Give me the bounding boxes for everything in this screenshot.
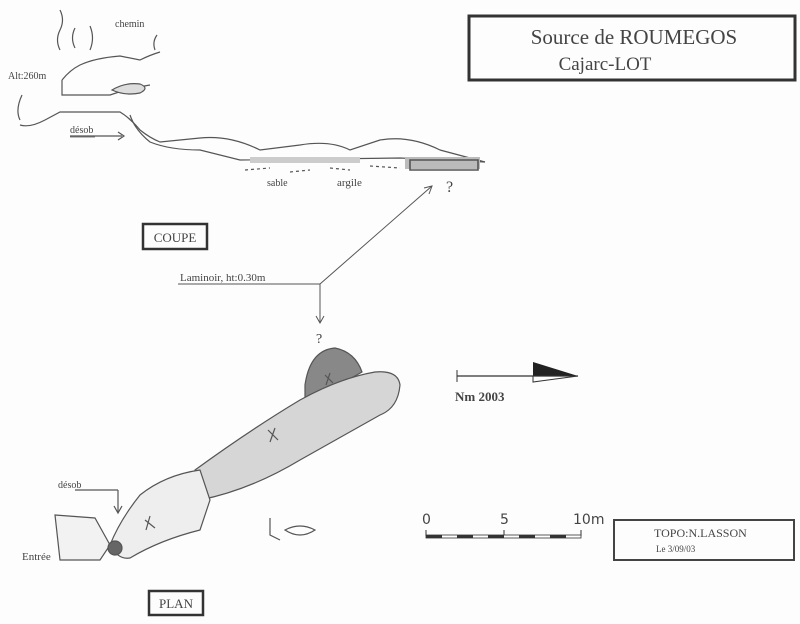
entrance-label: Entrée [22, 551, 51, 563]
section-unknown-label: ? [446, 179, 453, 196]
laminoir-label: Laminoir, ht:0.30m [180, 272, 266, 284]
svg-text:COUPE: COUPE [154, 230, 197, 245]
author-label: TOPO:N.LASSON [654, 526, 747, 540]
scale-bar [425, 530, 582, 539]
title-sub: Cajarc-LOT [559, 54, 652, 75]
section-desob-label: désob [70, 125, 93, 136]
north-label: Nm 2003 [455, 389, 505, 404]
credits-box: TOPO:N.LASSON Le 3/09/03 [613, 519, 795, 561]
plan-drawing [54, 347, 401, 561]
svg-text:PLAN: PLAN [159, 596, 194, 611]
plan-unknown-label: ? [316, 332, 322, 347]
title-main: Source de ROUMEGOS [531, 25, 737, 49]
scale-tick-10: 10m [573, 512, 604, 528]
plan-label-box: PLAN [147, 589, 205, 617]
laminoir-leader [178, 185, 433, 325]
coupe-label-box: COUPE [141, 222, 209, 251]
scale-tick-0: 0 [422, 512, 431, 528]
plan-desob-label: désob [58, 480, 81, 491]
date-label: Le 3/09/03 [656, 544, 696, 554]
clay-label: argile [337, 177, 362, 189]
path-label: chemin [115, 19, 144, 30]
title-box: Source de ROUMEGOS Cajarc-LOT [467, 14, 797, 82]
scale-tick-5: 5 [500, 512, 509, 528]
sand-label: sable [267, 178, 288, 189]
north-arrow-icon [456, 362, 579, 383]
altitude-label: Alt:260m [8, 71, 47, 82]
cross-section-drawing [17, 9, 486, 173]
